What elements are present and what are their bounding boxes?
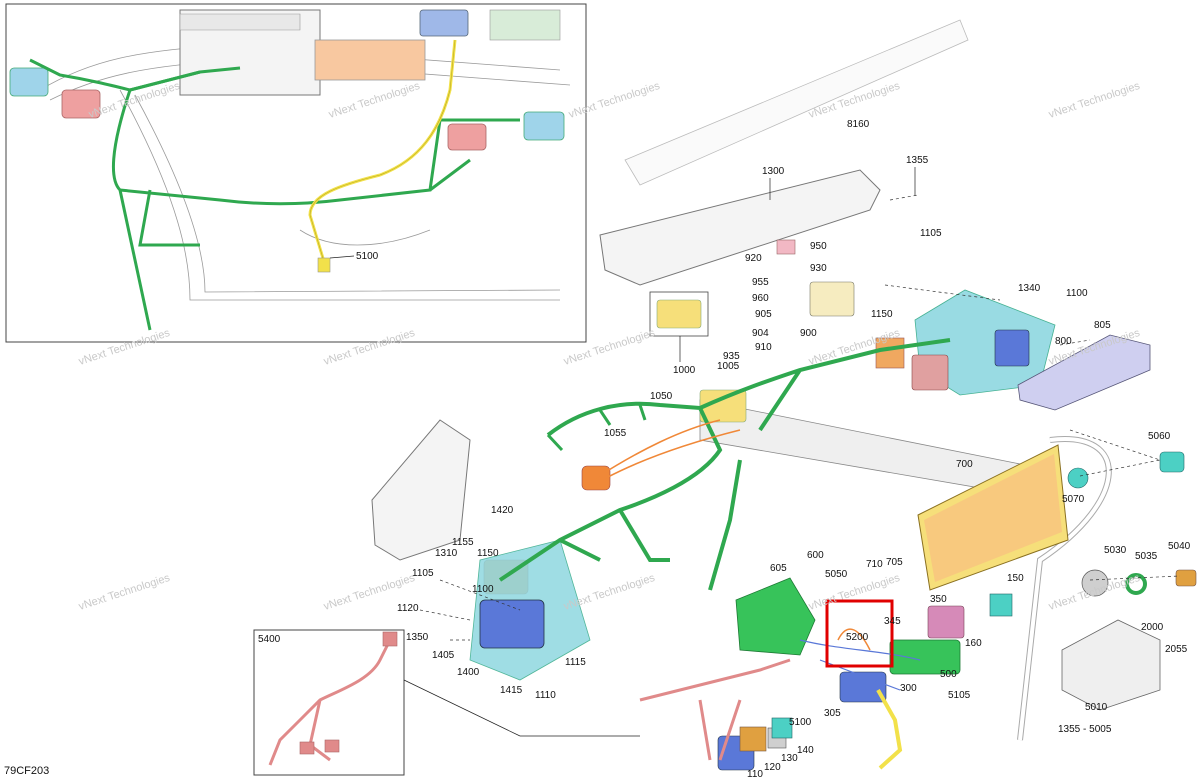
- callout-1120: 1120: [397, 603, 419, 614]
- watermark: vNext Technologies: [807, 572, 902, 613]
- callout-5030: 5030: [1104, 545, 1127, 556]
- callout-920: 920: [745, 253, 762, 264]
- callout-1310: 1310: [435, 548, 458, 559]
- callout-930: 930: [810, 263, 827, 274]
- callout-1405: 1405: [432, 650, 455, 661]
- callout-120: 120: [764, 762, 781, 773]
- callout-5035: 5035: [1135, 551, 1158, 562]
- highlight-box-5200: [825, 599, 894, 668]
- callout-805: 805: [1094, 320, 1111, 331]
- callout-1340: 1340: [1018, 283, 1041, 294]
- callout-1105-mid: 1105: [412, 568, 434, 579]
- callout-110: 110: [747, 769, 763, 778]
- main-assembly: [371, 19, 1197, 771]
- callout-5400: 5400: [258, 634, 281, 645]
- callout-5060: 5060: [1148, 431, 1171, 442]
- callout-350: 350: [930, 594, 947, 605]
- callout-150: 150: [1007, 573, 1024, 584]
- callout-1355: 1355: [906, 155, 929, 166]
- callout-1300: 1300: [762, 166, 785, 177]
- callout-700: 700: [956, 459, 973, 470]
- callout-1355-5005: 1355 - 5005: [1058, 724, 1112, 735]
- callout-5200: 5200: [846, 632, 869, 643]
- callout-5105: 5105: [948, 690, 971, 701]
- callout-904: 904: [752, 328, 769, 339]
- callout-140: 140: [797, 745, 814, 756]
- callout-1050: 1050: [650, 391, 673, 402]
- callout-1150-top: 1150: [871, 309, 893, 320]
- figure-id: 79CF203: [4, 765, 49, 777]
- callout-305: 305: [824, 708, 841, 719]
- callout-1400: 1400: [457, 667, 480, 678]
- callout-5070: 5070: [1062, 494, 1085, 505]
- callout-705: 705: [886, 557, 903, 568]
- callout-1100-mid: 1100: [472, 584, 494, 595]
- callout-1100-top: 1100: [1066, 288, 1088, 299]
- callout-345: 345: [884, 616, 901, 627]
- callout-800: 800: [1055, 336, 1072, 347]
- callout-905: 905: [755, 309, 772, 320]
- callout-2055: 2055: [1165, 644, 1188, 655]
- callout-935: 935: [723, 351, 740, 362]
- callout-500: 500: [940, 669, 957, 680]
- watermark: vNext Technologies: [77, 572, 172, 613]
- callout-600: 600: [807, 550, 824, 561]
- callout-1000: 1000: [673, 365, 696, 376]
- callout-labels: 8160 1355 1300 1105 950 920 930 955 960 …: [397, 119, 1191, 778]
- callout-5100-inset: 5100: [356, 251, 379, 262]
- callout-960: 960: [752, 293, 769, 304]
- callout-1155: 1155: [452, 537, 474, 548]
- callout-1415: 1415: [500, 685, 523, 696]
- callout-300: 300: [900, 683, 917, 694]
- callout-1115: 1115: [565, 657, 586, 668]
- watermark: vNext Technologies: [562, 572, 657, 613]
- callout-955: 955: [752, 277, 769, 288]
- callout-1420: 1420: [491, 505, 514, 516]
- callout-1110: 1110: [535, 690, 556, 701]
- callout-910: 910: [755, 342, 772, 353]
- callout-1005: 1005: [717, 361, 740, 372]
- callout-605: 605: [770, 563, 787, 574]
- watermark: vNext Technologies: [1047, 80, 1142, 121]
- callout-5040: 5040: [1168, 541, 1191, 552]
- callout-8160: 8160: [847, 119, 870, 130]
- callout-5010: 5010: [1085, 702, 1108, 713]
- callout-5050: 5050: [825, 569, 848, 580]
- callout-710: 710: [866, 559, 883, 570]
- callout-1150-mid: 1150: [477, 548, 499, 559]
- callout-5100-main: 5100: [789, 717, 812, 728]
- callout-900: 900: [800, 328, 817, 339]
- callout-950: 950: [810, 241, 827, 252]
- callout-130: 130: [781, 753, 798, 764]
- callout-160: 160: [965, 638, 982, 649]
- callout-2000: 2000: [1141, 622, 1164, 633]
- inset-panel-upper: 5100: [5, 3, 587, 343]
- callout-1350: 1350: [406, 632, 429, 643]
- callout-1105-top: 1105: [920, 228, 942, 239]
- callout-1055: 1055: [604, 428, 627, 439]
- inset-panel-lower: 5400: [253, 629, 640, 776]
